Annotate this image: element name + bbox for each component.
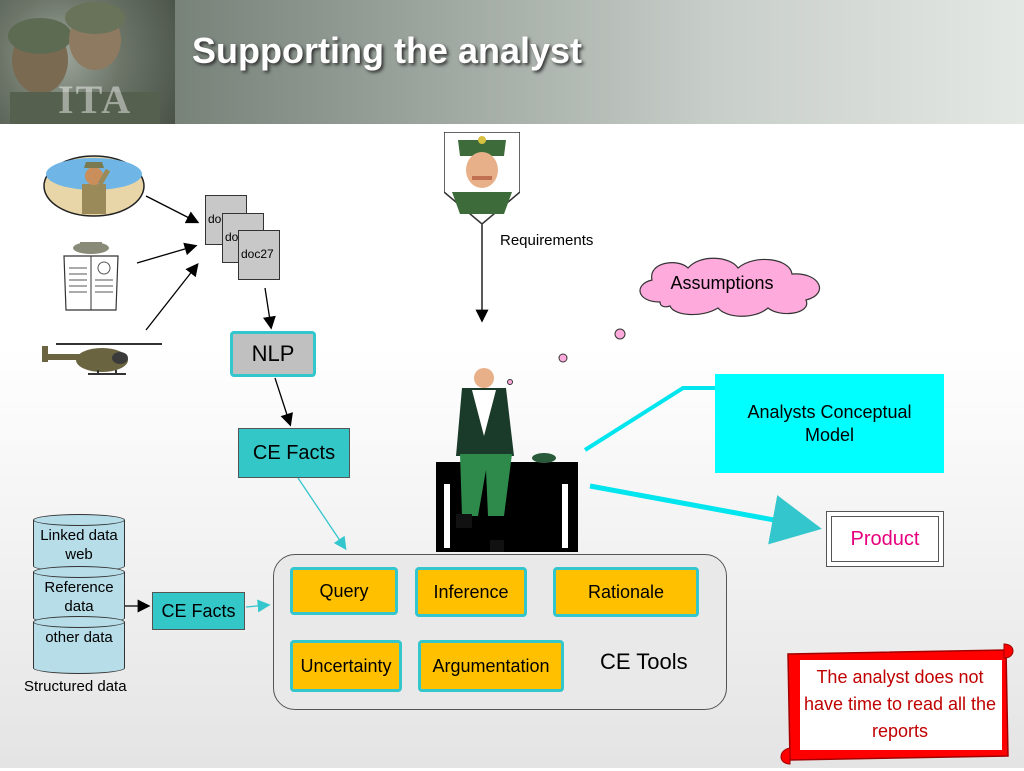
tool-query: Query: [290, 567, 398, 615]
ce-tools-title: CE Tools: [600, 649, 688, 674]
database-label: Reference data: [33, 572, 125, 618]
database-other-data: other data: [33, 616, 125, 674]
requirements-label: Requirements: [500, 232, 594, 249]
database-label: Linked data web: [33, 520, 125, 566]
thought-cloud-icon: [630, 256, 830, 323]
tool-uncertainty: Uncertainty: [290, 640, 402, 692]
ita-watermark: ITA: [58, 77, 133, 122]
ce-facts-bottom: CE Facts: [152, 592, 245, 630]
note-text: The analyst does not have time to read a…: [803, 667, 997, 741]
assumptions-label: Assumptions: [670, 273, 774, 293]
soldiers-photo-icon: [0, 0, 175, 124]
product-box: Product: [826, 511, 944, 567]
helicopter-icon: [42, 330, 164, 391]
tool-inference: Inference: [415, 567, 527, 617]
tool-argumentation: Argumentation: [418, 640, 564, 692]
structured-data-label: Structured data: [24, 678, 127, 695]
analysts-conceptual-model: Analysts Conceptual Model: [715, 374, 944, 473]
database-linked-data-web: Linked data web: [33, 514, 125, 572]
scroll-note-icon: [778, 640, 1016, 766]
document: doc27: [238, 230, 280, 280]
soldier-saluting-icon: [42, 154, 146, 223]
analyst-at-desk-icon: [432, 366, 582, 561]
page-title: Supporting the analyst: [192, 30, 583, 71]
commander-icon: [443, 131, 521, 229]
nlp-box: NLP: [230, 331, 316, 377]
product-label: Product: [831, 516, 939, 562]
newspaper-reader-icon: [60, 240, 122, 319]
tool-rationale: Rationale: [553, 567, 699, 617]
thought-bubbles: [507, 328, 626, 385]
ce-facts-top: CE Facts: [238, 428, 350, 478]
